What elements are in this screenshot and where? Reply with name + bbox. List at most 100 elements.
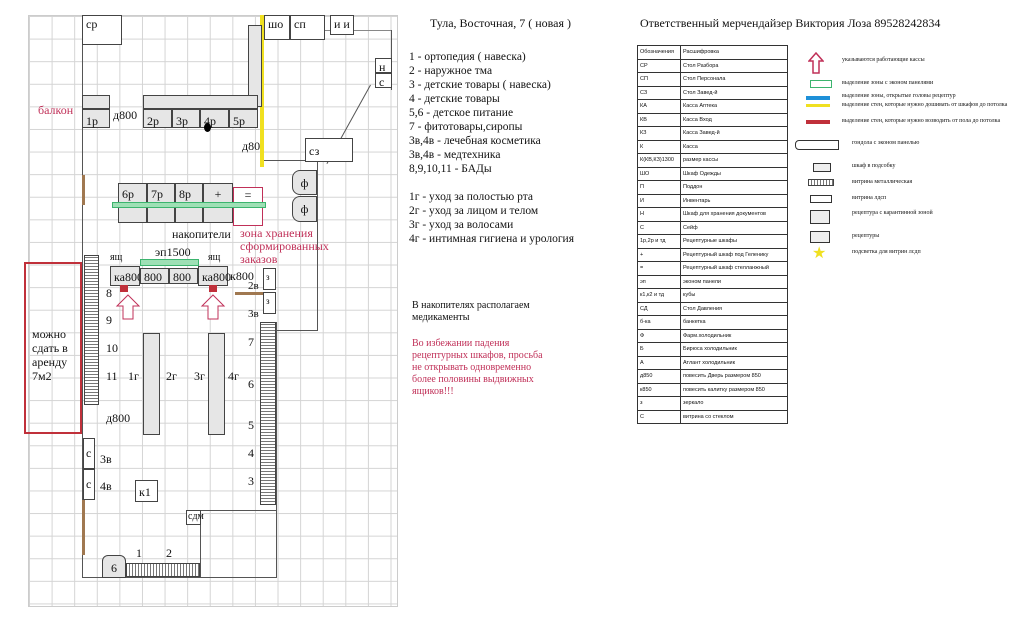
shelf-number: 7 bbox=[248, 335, 254, 349]
care-item: 1г - уход за полостью рта bbox=[409, 191, 534, 203]
shelf-number: 5 bbox=[248, 418, 254, 432]
store-address: Тула, Восточная, 7 ( новая ) bbox=[430, 16, 571, 30]
legend-meaning: кубы bbox=[680, 288, 788, 303]
legend-meaning: повесить калитку размером 850 bbox=[680, 382, 788, 397]
rent-zone bbox=[24, 262, 82, 434]
cabinet-swatch bbox=[813, 163, 831, 172]
shelf-label: 2в bbox=[248, 280, 259, 292]
ldsp-showcase-swatch bbox=[810, 195, 832, 203]
rent-label: можно сдать в аренду 7м2 bbox=[32, 327, 68, 383]
legend-meaning: Стол Разбора bbox=[680, 58, 788, 73]
legend-symbol-label: выделение зоны, открытые головы рецептур bbox=[842, 93, 956, 99]
legend-meaning: Касса bbox=[680, 139, 788, 154]
inventory: и и bbox=[330, 15, 354, 35]
recipe-cabinet-5r: 5р bbox=[229, 109, 258, 128]
cash-block: 800 bbox=[140, 268, 169, 284]
glass-showcase: с bbox=[83, 469, 95, 500]
legend-code: Обозначения bbox=[637, 45, 681, 60]
gondola-swatch bbox=[795, 140, 839, 150]
shelf-number: 9 bbox=[106, 313, 112, 327]
arrow-up-icon bbox=[200, 294, 226, 320]
category-item: 8,9,10,11 - БАДы bbox=[409, 163, 492, 175]
metal-showcase bbox=[260, 322, 276, 505]
gondola-label: 1г bbox=[128, 369, 139, 383]
legend-meaning: Бирюса холодильник bbox=[680, 342, 788, 357]
care-item: 2г - уход за лицом и телом bbox=[409, 205, 539, 217]
drawer-label: ящ bbox=[110, 252, 123, 263]
metal-showcase-swatch bbox=[808, 179, 834, 186]
legend-code: эп bbox=[637, 274, 681, 289]
legend-code: Н bbox=[637, 207, 681, 222]
legend-code: К bbox=[637, 139, 681, 154]
legend-code: К(КВ,КЗ)1300 bbox=[637, 153, 681, 168]
orders-zone-label: зона хранения сформированных заказов bbox=[240, 227, 329, 263]
wall-right-upper bbox=[317, 160, 318, 330]
legend-row: +Рецептурный шкаф под Геленику bbox=[637, 247, 788, 262]
legend-meaning: Рецептурный шкаф под Геленику bbox=[680, 247, 788, 262]
legend-meaning: Рецептурный шкаф стелланжный bbox=[680, 261, 788, 276]
quarantine-recipe-swatch bbox=[810, 210, 830, 224]
door bbox=[82, 175, 85, 205]
cash-register: ка800 bbox=[198, 266, 231, 286]
legend-meaning: Стол Давления bbox=[680, 301, 788, 316]
legend-code: Б bbox=[637, 342, 681, 357]
legend-code: д850 bbox=[637, 369, 681, 384]
legend-symbol-label: выделение зоны с эконом панелями bbox=[842, 80, 934, 86]
active-cash-marker bbox=[209, 285, 217, 292]
category-list: 1 - ортопедия ( навеска) 2 - наружное тм… bbox=[409, 50, 574, 246]
legend-meaning: витрина со стеклом bbox=[680, 409, 788, 424]
wall-bottom bbox=[82, 577, 277, 578]
legend-code: КЗ bbox=[637, 126, 681, 141]
legend-code: СЗ bbox=[637, 85, 681, 100]
shelf-label: 3в bbox=[100, 452, 112, 466]
shelf-number: 4 bbox=[248, 446, 254, 460]
staff-table: сп bbox=[290, 15, 325, 40]
legend-code: + bbox=[637, 247, 681, 262]
legend-meaning: Поддон bbox=[680, 180, 788, 195]
arrow-up-icon bbox=[808, 52, 824, 74]
legend-code: КА bbox=[637, 99, 681, 114]
legend-code: СР bbox=[637, 58, 681, 73]
legend-meaning: эконом панели bbox=[680, 274, 788, 289]
legend-code: КВ bbox=[637, 112, 681, 127]
legend-meaning: банкетка bbox=[680, 315, 788, 330]
cash-block: 800 bbox=[169, 268, 198, 284]
sorting-table: ср bbox=[82, 15, 122, 45]
clothes-cabinet: шо bbox=[264, 15, 290, 40]
category-item: 4 - детские товары bbox=[409, 93, 500, 105]
legend-symbol-label: рецептуры bbox=[852, 233, 880, 239]
balcony-label: балкон bbox=[38, 103, 74, 117]
gondola-label: 2г bbox=[166, 369, 177, 383]
yellow-line-swatch bbox=[806, 104, 830, 107]
safe: с bbox=[375, 73, 392, 88]
responsible-person: Ответственный мерчендайзер Виктория Лоза… bbox=[640, 16, 941, 30]
shelf-number: 8 bbox=[106, 286, 112, 300]
legend-symbol-label: указываются работающие кассы bbox=[842, 57, 925, 63]
wall-h bbox=[262, 160, 318, 161]
gondola bbox=[208, 333, 225, 435]
legend-meaning: Шкаф Одежды bbox=[680, 166, 788, 181]
category-item: 3 - детские товары ( навеска) bbox=[409, 79, 551, 91]
shelf-number: 11 bbox=[106, 369, 118, 383]
pressure-table: сдм bbox=[186, 510, 204, 525]
warning-note: Во избежании падения рецептурных шкафов,… bbox=[412, 338, 543, 397]
legend-code: И bbox=[637, 193, 681, 208]
mirror: з bbox=[263, 292, 276, 314]
door-label: д800 bbox=[113, 108, 138, 122]
cash-register: ка800 bbox=[110, 266, 143, 286]
